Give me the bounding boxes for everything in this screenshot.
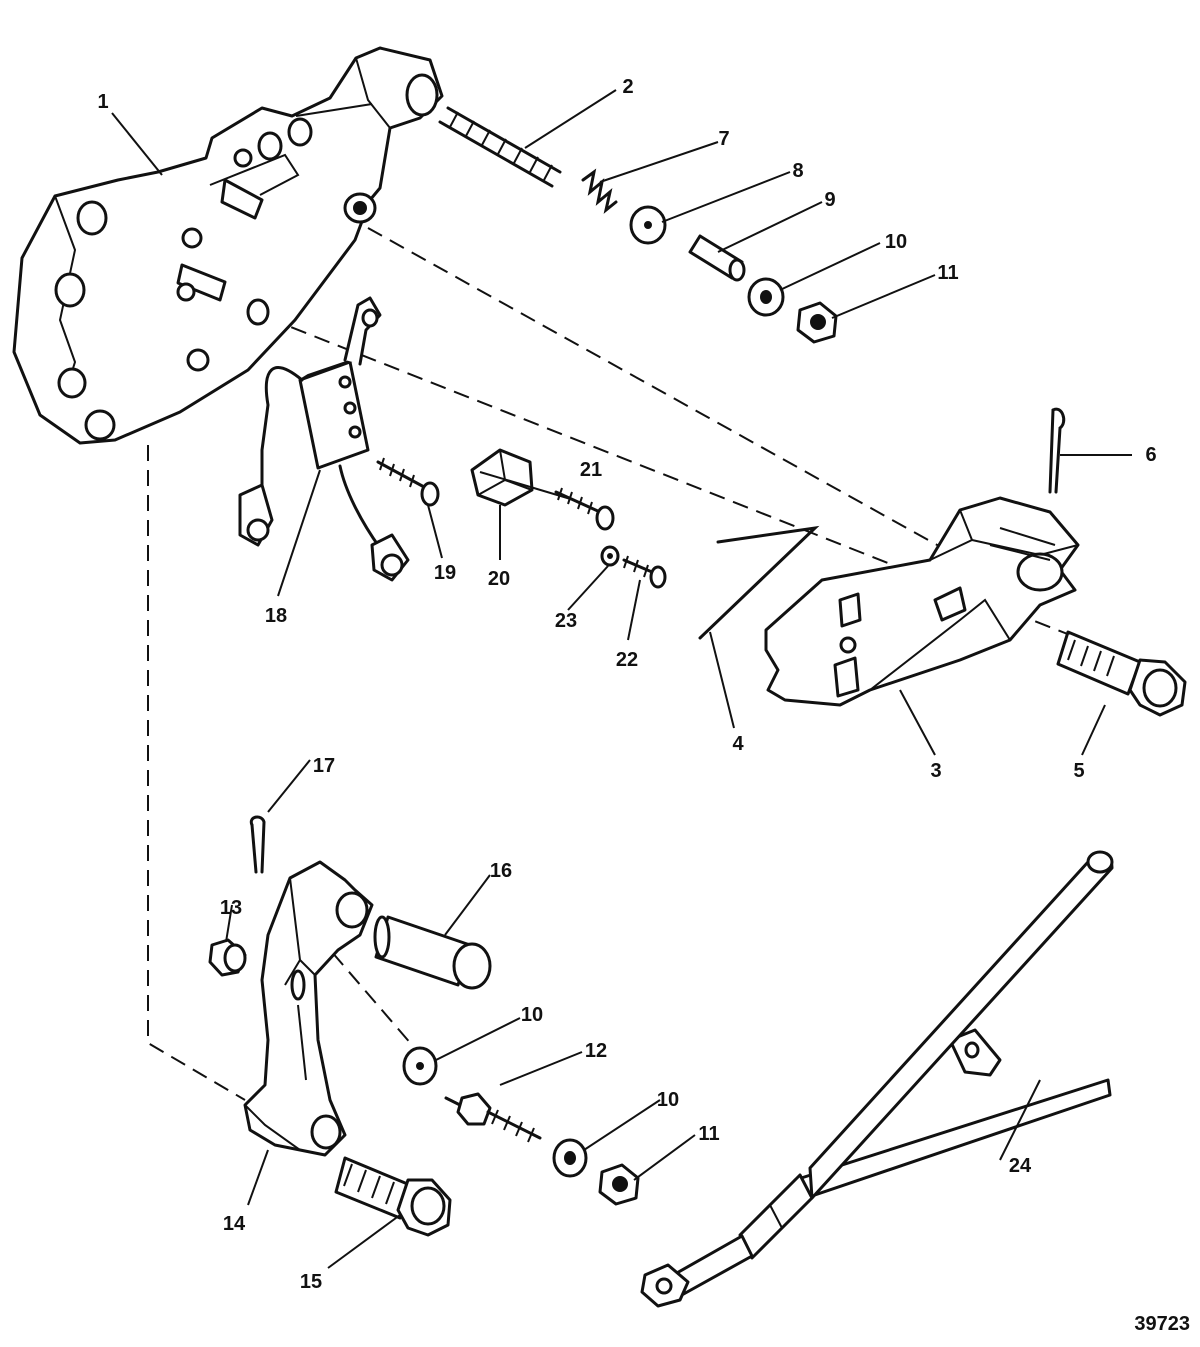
callout-12: 12 xyxy=(585,1040,607,1062)
part-17-cotter-pin xyxy=(249,815,266,874)
callout-10a: 10 xyxy=(885,231,907,253)
callout-11b: 11 xyxy=(698,1123,719,1145)
callout-2: 2 xyxy=(622,76,633,98)
part-16-pin xyxy=(373,915,492,990)
part-22-screw xyxy=(622,555,667,589)
part-6-cotter-pin xyxy=(1048,407,1066,494)
part-21-screw xyxy=(554,487,615,531)
callout-3: 3 xyxy=(930,760,941,782)
callout-11a: 11 xyxy=(937,262,958,284)
part-9-pin xyxy=(688,234,746,282)
callout-5: 5 xyxy=(1073,760,1084,782)
callout-4: 4 xyxy=(732,733,744,755)
callout-16: 16 xyxy=(490,860,512,882)
callout-6: 6 xyxy=(1145,444,1156,466)
part-3-lever xyxy=(764,496,1080,707)
part-12-stud xyxy=(444,1092,542,1143)
callout-17: 17 xyxy=(313,755,335,777)
callout-1: 1 xyxy=(97,91,108,113)
callout-10c: 10 xyxy=(657,1089,679,1111)
part-24-rod xyxy=(640,850,1114,1308)
part-1-bracket xyxy=(12,46,444,445)
part-7-spring xyxy=(581,168,618,214)
part-10-washer-upper xyxy=(747,277,785,317)
callout-7: 7 xyxy=(718,128,729,150)
callout-15: 15 xyxy=(300,1271,322,1293)
part-2-stud xyxy=(438,106,562,188)
callout-9: 9 xyxy=(824,189,835,211)
leader-lines xyxy=(111,89,1132,1269)
callout-21: 21 xyxy=(580,459,602,481)
part-4-wire xyxy=(698,525,820,640)
callout-20: 20 xyxy=(488,568,510,590)
part-10-washer-middle xyxy=(402,1046,438,1086)
part-11-nut-lower xyxy=(598,1163,640,1206)
part-20-clip xyxy=(470,448,534,507)
callout-22: 22 xyxy=(616,649,638,671)
callout-14: 14 xyxy=(223,1213,246,1235)
callout-19: 19 xyxy=(434,562,456,584)
callout-24: 24 xyxy=(1009,1155,1032,1177)
part-10-washer-lower xyxy=(552,1138,588,1178)
part-14-arm xyxy=(243,860,374,1157)
part-18-switch xyxy=(238,296,410,582)
part-15-shoulder-bolt xyxy=(334,1156,452,1237)
part-5-shoulder-bolt xyxy=(1056,630,1187,717)
part-13-pin xyxy=(208,938,247,977)
callout-13: 13 xyxy=(220,897,242,919)
part-19-screw xyxy=(376,457,440,507)
part-8-washer xyxy=(629,205,667,245)
callout-10b: 10 xyxy=(521,1004,543,1026)
figure-number: 39723 xyxy=(1134,1313,1190,1335)
part-11-nut-upper xyxy=(796,301,838,344)
callout-8: 8 xyxy=(792,160,803,182)
callout-23: 23 xyxy=(555,610,577,632)
part-23-washer xyxy=(600,545,620,567)
callout-labels: 1 2 3 4 5 6 7 8 9 10 11 10 12 13 14 15 1… xyxy=(97,76,1156,1293)
callout-18: 18 xyxy=(265,605,287,627)
